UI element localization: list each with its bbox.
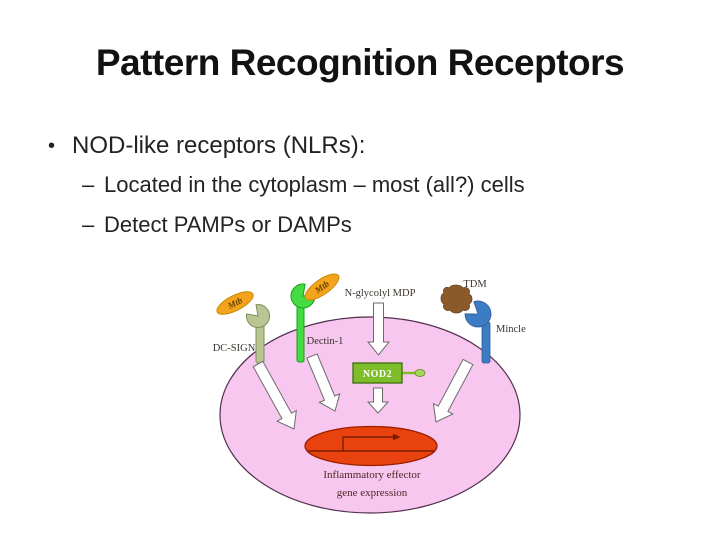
bullet-marker: – [82,212,95,237]
bullet-text: Detect PAMPs or DAMPs [104,212,352,237]
receptor-diagram: Mtb DC-SIGN Mtb Dectin-1 N-glycolyl MDP … [180,250,550,540]
nod2-stick-knob [414,369,426,377]
dc-sign-receptor [246,304,271,364]
dectin-1-label: Dectin-1 [307,336,344,347]
sub-bullet-item: – Detect PAMPs or DAMPs [82,212,688,238]
dectin-1-stalk [296,305,305,363]
arrow-dectin-signal [306,353,341,412]
n-glycolyl-mdp-label: N-glycolyl MDP [345,288,416,299]
mtb-ligand-2: Mtb [304,273,340,301]
dc-sign-label: DC-SIGN [213,343,256,354]
bullet-text: Located in the cytoplasm – most (all?) c… [104,172,525,197]
dectin-1-receptor [290,283,316,363]
arrow-mincle-signal [432,358,474,423]
mtb-ligand-1: Mtb [216,291,254,315]
mtb-oval [216,291,254,315]
bullet-marker: • [48,135,56,157]
bullet-list: • NOD-like receptors (NLRs): – Located i… [48,132,688,252]
promoter-arrowhead [393,433,401,441]
bullet-text: NOD-like receptors (NLRs): [72,132,366,159]
nod2-box [352,362,403,384]
mincle-receptor [464,300,492,364]
cell-membrane [219,316,521,514]
effector-label-line2: gene expression [337,487,408,499]
mincle-stalk [481,321,491,364]
bullet-marker: – [82,172,95,197]
mincle-head [464,300,492,328]
gene-expression: Inflammatory effector gene expression [304,425,438,499]
mtb-oval [304,273,340,301]
gene-ellipse [304,425,438,467]
dectin-1-head [290,283,316,309]
signal-arrows [252,302,474,430]
nod2-sensor: NOD2 [352,362,426,384]
page-title: Pattern Recognition Receptors [95,42,625,83]
tdm-label: TDM [463,279,487,290]
dc-sign-head [246,304,271,329]
effector-label-line1: Inflammatory effector [323,469,421,481]
mincle-label: Mincle [496,324,526,335]
arrow-dc-sign-signal [252,360,297,430]
arrow-mdp-to-nod2 [366,302,391,356]
bullet-item: • NOD-like receptors (NLRs): [48,132,688,160]
sub-bullet-item: – Located in the cytoplasm – most (all?)… [82,172,688,198]
tdm-ligand [440,284,473,314]
arrow-nod2-signal [366,387,390,414]
nod2-label: NOD2 [363,369,392,380]
promoter-arrow [342,436,394,451]
